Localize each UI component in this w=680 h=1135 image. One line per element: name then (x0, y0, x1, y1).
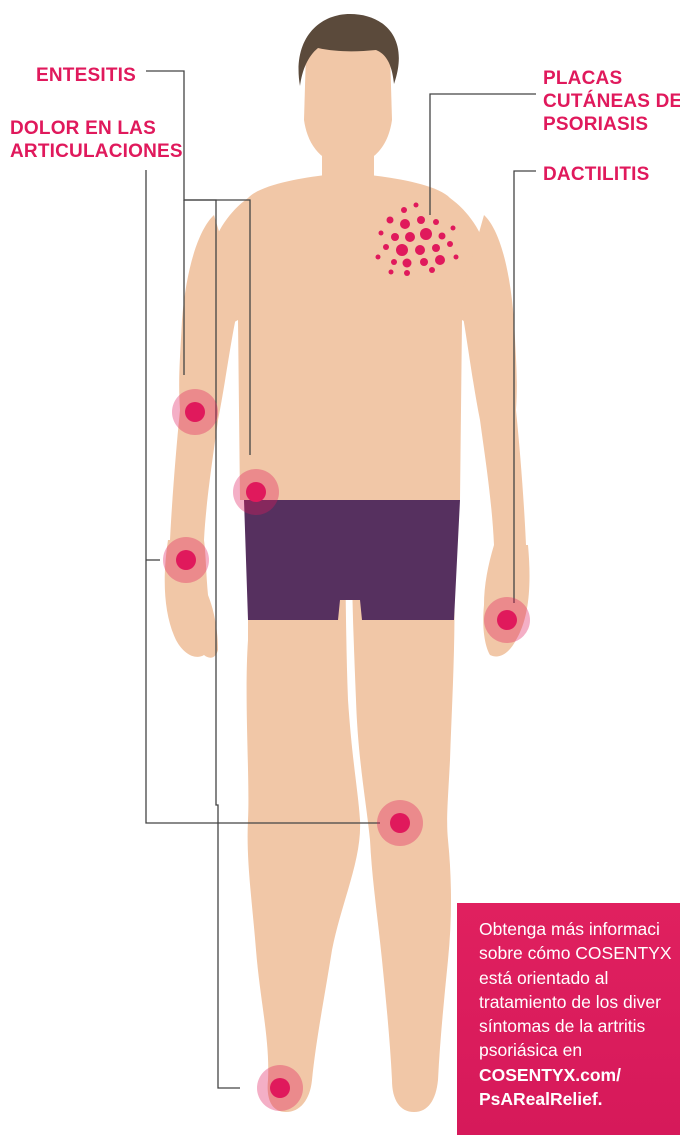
dolor-articulaciones-label: DOLOR EN LAS ARTICULACIONES (10, 117, 183, 163)
heel-pain-marker (257, 1065, 303, 1111)
dactilitis-label: DACTILITIS (543, 163, 650, 186)
elbow-pain-marker (172, 389, 218, 435)
placas-psoriasis-label: PLACAS CUTÁNEAS DE PSORIASIS (543, 67, 680, 136)
info-callout-box: Obtenga más informaci sobre cómo COSENTY… (457, 903, 680, 1135)
callout-line-4: tratamiento de los diver (479, 990, 680, 1014)
hip-pain-marker (233, 469, 279, 515)
placas-label-line-2: CUTÁNEAS DE (543, 90, 680, 113)
callout-line-3: está orientado al (479, 966, 680, 990)
callout-line-1: Obtenga más informaci (479, 917, 680, 941)
knee-pain-marker (377, 800, 423, 846)
callout-line-2: sobre cómo COSENTYX (479, 941, 680, 965)
shorts-shape (244, 500, 460, 620)
dolor-label-line-2: ARTICULACIONES (10, 140, 183, 163)
callout-line-6: psoriásica en (479, 1038, 680, 1062)
entesitis-label: ENTESITIS (36, 64, 136, 87)
cosentyx-link-line-1[interactable]: COSENTYX.com/ (479, 1063, 680, 1087)
callout-line-5: síntomas de la artritis (479, 1014, 680, 1038)
placas-label-line-1: PLACAS (543, 67, 680, 90)
wrist-pain-marker (163, 537, 209, 583)
dactilitis-label-text: DACTILITIS (543, 164, 650, 185)
finger-pain-marker (484, 597, 530, 643)
placas-label-line-3: PSORIASIS (543, 113, 680, 136)
dolor-label-line-1: DOLOR EN LAS (10, 117, 183, 140)
entesitis-label-text: ENTESITIS (36, 65, 136, 86)
cosentyx-link-line-2[interactable]: PsARealRelief. (479, 1087, 680, 1111)
